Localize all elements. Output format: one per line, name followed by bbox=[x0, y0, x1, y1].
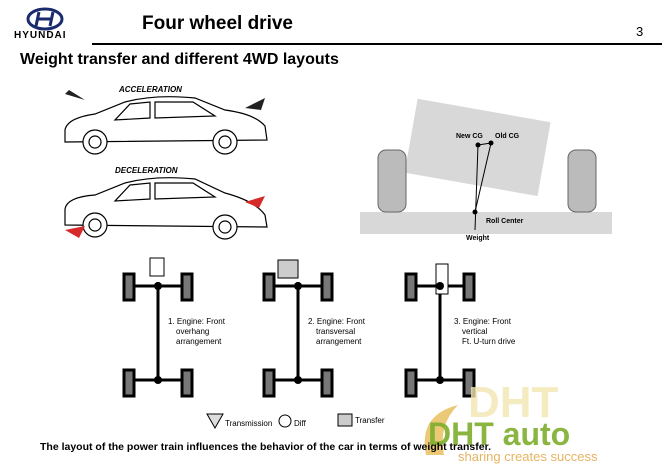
4wd-layouts-diagram: 1. Engine: Front overhang arrangement 2.… bbox=[122, 257, 516, 398]
svg-text:DHT: DHT bbox=[468, 378, 559, 427]
legend-diff: Diff bbox=[294, 419, 307, 428]
acceleration-car bbox=[64, 96, 268, 155]
legend-transfer: Transfer bbox=[355, 416, 385, 425]
acceleration-label: ACCELERATION bbox=[118, 85, 182, 94]
left-tire bbox=[377, 149, 407, 213]
deceleration-arrow-front bbox=[65, 226, 85, 238]
car-weight-transfer-figure: ACCELERATION DECELERATION bbox=[64, 85, 268, 240]
roll-center-diagram: New CG Old CG Roll Center Weight bbox=[360, 98, 612, 242]
layout-1-line3: arrangement bbox=[176, 337, 222, 346]
page-title: Four wheel drive bbox=[142, 13, 293, 34]
acceleration-arrow-front bbox=[65, 90, 85, 100]
diff-symbol bbox=[278, 414, 292, 428]
layout-1-line1: 1. Engine: Front bbox=[168, 317, 226, 326]
header-rule bbox=[92, 43, 662, 45]
slide-subtitle: Weight transfer and different 4WD layout… bbox=[20, 51, 339, 68]
new-cg-label: New CG bbox=[456, 133, 483, 140]
transmission-symbol bbox=[206, 413, 224, 430]
hyundai-logo bbox=[26, 7, 64, 31]
transfer-symbol bbox=[337, 413, 353, 427]
layout-3-line2: vertical bbox=[462, 327, 488, 336]
deceleration-arrow-rear bbox=[245, 196, 265, 208]
layout-legend: Transmission Diff Transfer bbox=[206, 413, 385, 430]
watermark-brand: DHT auto bbox=[428, 416, 570, 452]
layout-3-line3: Ft. U-turn drive bbox=[462, 337, 516, 346]
roll-center-label: Roll Center bbox=[486, 218, 524, 225]
brand-name: HYUNDAI bbox=[14, 30, 67, 41]
page-number: 3 bbox=[636, 24, 644, 39]
right-tire bbox=[567, 149, 597, 213]
layout-2-line2: transversal bbox=[316, 327, 355, 336]
deceleration-label: DECELERATION bbox=[115, 166, 178, 175]
layout-3-line1: 3. Engine: Front bbox=[454, 317, 512, 326]
layout-1-line2: overhang bbox=[176, 327, 209, 336]
deceleration-car bbox=[64, 177, 268, 240]
legend-transmission: Transmission bbox=[225, 419, 272, 428]
weight-label: Weight bbox=[466, 235, 490, 242]
watermark: DHT DHT auto sharing creates success bbox=[424, 378, 598, 464]
layout-2-line3: arrangement bbox=[316, 337, 362, 346]
layout-2-line1: 2. Engine: Front bbox=[308, 317, 366, 326]
old-cg-label: Old CG bbox=[495, 133, 520, 140]
slide-caption: The layout of the power train influences… bbox=[40, 441, 491, 453]
watermark-slogan: sharing creates success bbox=[458, 449, 598, 464]
acceleration-arrow-rear bbox=[245, 98, 265, 110]
